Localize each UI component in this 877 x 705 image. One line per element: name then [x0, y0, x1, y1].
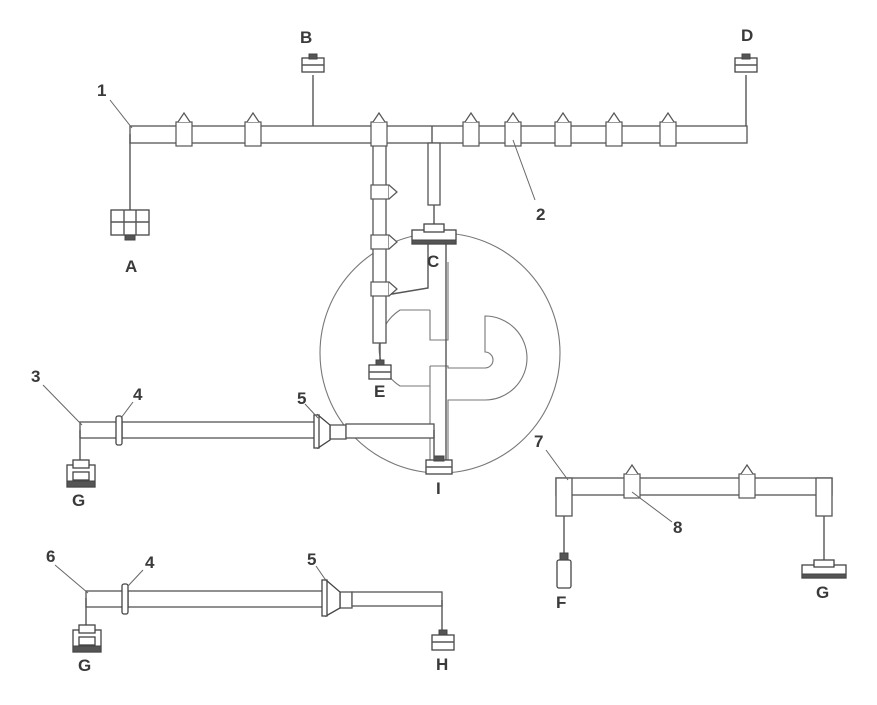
label-4-1: 4 — [133, 385, 143, 404]
label-B: B — [300, 28, 312, 47]
clip-v3 — [370, 281, 398, 297]
clip-6 — [554, 111, 572, 147]
label-A: A — [125, 257, 137, 276]
clip-v2 — [370, 234, 398, 250]
clip-h7-1 — [623, 463, 641, 499]
harness-6 — [85, 578, 443, 630]
label-5-1: 5 — [297, 389, 306, 408]
clip-2 — [244, 111, 262, 147]
label-4-2: 4 — [145, 553, 155, 572]
leader-lines — [42, 99, 673, 594]
label-3: 3 — [31, 367, 40, 386]
harness-1-clips — [175, 111, 677, 297]
connector-A — [110, 209, 150, 241]
label-H: H — [436, 655, 448, 674]
clip-7 — [605, 111, 623, 147]
label-G-2: G — [78, 656, 91, 675]
label-7: 7 — [534, 432, 543, 451]
label-F: F — [556, 593, 566, 612]
label-8: 8 — [673, 518, 682, 537]
connector-B — [301, 53, 325, 73]
label-D: D — [741, 26, 753, 45]
clip-3 — [370, 111, 388, 147]
clip-5 — [504, 111, 522, 147]
label-2: 2 — [536, 205, 545, 224]
label-E: E — [374, 382, 385, 401]
label-1: 1 — [97, 81, 106, 100]
clip-4 — [462, 111, 480, 147]
connector-G-1 — [66, 459, 96, 488]
label-5-2: 5 — [307, 550, 316, 569]
connector-G-3 — [801, 559, 847, 579]
label-6: 6 — [46, 547, 55, 566]
clip-v1 — [370, 184, 398, 200]
connector-E — [368, 359, 392, 380]
label-G-1: G — [72, 491, 85, 510]
connector-I — [425, 455, 453, 475]
connector-F — [556, 552, 572, 589]
connector-G-2 — [72, 624, 102, 653]
clip-1 — [175, 111, 193, 147]
clip-8 — [659, 111, 677, 147]
clip-h7-2 — [738, 463, 756, 499]
connector-H — [431, 629, 455, 651]
label-G-3: G — [816, 583, 829, 602]
connector-C — [411, 223, 457, 245]
label-C: C — [427, 252, 439, 271]
connector-D — [734, 53, 758, 73]
harness-7 — [555, 463, 833, 560]
label-I: I — [436, 479, 441, 498]
harness-3 — [79, 413, 435, 462]
